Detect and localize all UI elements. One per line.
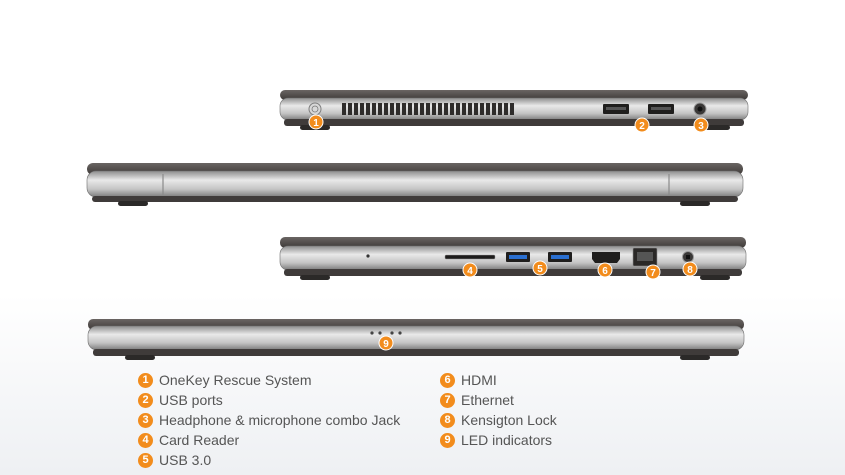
callout-number: 5 bbox=[537, 264, 543, 275]
usb3-port-icon bbox=[548, 252, 572, 262]
front-view bbox=[87, 319, 745, 360]
legend-column-right: 6 HDMI 7 Ethernet 8 Kensigton Lock 9 LED… bbox=[440, 370, 557, 450]
led-indicators-icon bbox=[370, 331, 402, 335]
rear-view bbox=[86, 163, 744, 206]
legend-item-onekey-rescue: 1 OneKey Rescue System bbox=[138, 370, 400, 390]
legend-label: USB 3.0 bbox=[159, 452, 212, 468]
callout-number: 3 bbox=[698, 121, 704, 132]
legend-item-usb3: 5 USB 3.0 bbox=[138, 450, 400, 470]
callout-number: 9 bbox=[383, 339, 389, 350]
mic-hole bbox=[366, 254, 370, 258]
legend-item-ethernet: 7 Ethernet bbox=[440, 390, 557, 410]
callout-2: 2 bbox=[634, 117, 650, 133]
legend-number-badge: 4 bbox=[138, 432, 153, 448]
headphone-jack-icon bbox=[693, 102, 707, 116]
usb3-port-icon bbox=[506, 252, 530, 262]
usb-port-icon bbox=[648, 104, 674, 114]
legend-label: Kensigton Lock bbox=[461, 412, 557, 428]
callout-6: 6 bbox=[597, 262, 613, 278]
usb-port-icon bbox=[603, 104, 629, 114]
legend-number-badge: 6 bbox=[440, 372, 455, 388]
legend-number-badge: 2 bbox=[138, 392, 153, 408]
callout-9: 9 bbox=[378, 335, 394, 351]
legend-label: LED indicators bbox=[461, 432, 553, 448]
legend-label: Ethernet bbox=[461, 392, 514, 408]
legend-item-usb-ports: 2 USB ports bbox=[138, 390, 400, 410]
callout-4: 4 bbox=[462, 262, 478, 278]
hdmi-port-icon bbox=[592, 252, 620, 263]
legend-number-badge: 8 bbox=[440, 412, 455, 428]
callout-number: 2 bbox=[639, 121, 645, 132]
legend-label: USB ports bbox=[159, 392, 223, 408]
callout-number: 1 bbox=[313, 118, 319, 129]
callout-5: 5 bbox=[532, 260, 548, 276]
vent-grille bbox=[342, 103, 514, 115]
legend-label: HDMI bbox=[461, 372, 497, 388]
callout-1: 1 bbox=[308, 114, 324, 130]
legend-number-badge: 1 bbox=[138, 372, 153, 388]
kensington-lock-icon bbox=[682, 251, 694, 263]
legend-column-left: 1 OneKey Rescue System 2 USB ports 3 Hea… bbox=[138, 370, 400, 470]
legend-label: Card Reader bbox=[159, 432, 240, 448]
callout-number: 4 bbox=[467, 266, 473, 277]
callout-number: 7 bbox=[650, 268, 656, 279]
callout-number: 8 bbox=[687, 265, 693, 276]
legend-number-badge: 5 bbox=[138, 452, 153, 468]
legend-label: OneKey Rescue System bbox=[159, 372, 312, 388]
legend-item-led: 9 LED indicators bbox=[440, 430, 557, 450]
ethernet-port-icon bbox=[632, 247, 658, 267]
right-side-view bbox=[279, 90, 749, 130]
callout-3: 3 bbox=[693, 117, 709, 133]
callout-8: 8 bbox=[682, 261, 698, 277]
callout-7: 7 bbox=[645, 264, 661, 280]
legend-number-badge: 9 bbox=[440, 432, 455, 448]
legend-item-kensington: 8 Kensigton Lock bbox=[440, 410, 557, 430]
legend-item-combo-jack: 3 Headphone & microphone combo Jack bbox=[138, 410, 400, 430]
legend-item-card-reader: 4 Card Reader bbox=[138, 430, 400, 450]
card-reader-slot-icon bbox=[444, 254, 496, 260]
legend-label: Headphone & microphone combo Jack bbox=[159, 412, 401, 428]
callout-number: 6 bbox=[602, 266, 608, 277]
legend-item-hdmi: 6 HDMI bbox=[440, 370, 557, 390]
legend-number-badge: 3 bbox=[138, 412, 153, 428]
legend-number-badge: 7 bbox=[440, 392, 455, 408]
left-side-view bbox=[279, 237, 747, 280]
power-button-icon bbox=[308, 102, 322, 116]
